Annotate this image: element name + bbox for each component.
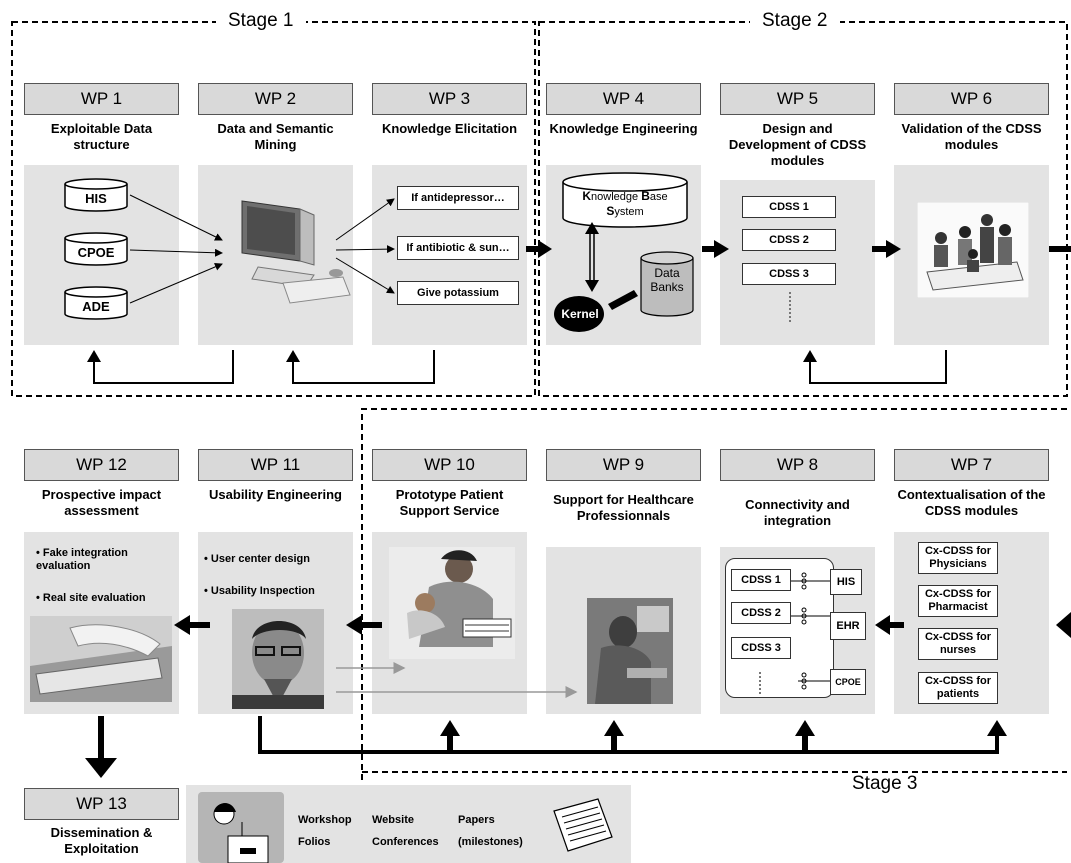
stage-2-label: Stage 2 [750, 10, 840, 32]
wp3-title: Knowledge Elicitation [381, 121, 518, 136]
data-banks-line1: Data [654, 266, 680, 280]
kbs-k: K [582, 189, 592, 203]
milestones-label: (milestones) [458, 836, 523, 848]
cpoe-label: CPOE [77, 245, 115, 260]
wp12-header: WP 12 [24, 449, 179, 481]
cx-cdss-pharmacist: Cx-CDSS for Pharmacist [918, 585, 998, 617]
wp11-header: WP 11 [198, 449, 353, 481]
wp11-title: Usability Engineering [209, 487, 342, 502]
conferences-label: Conferences [372, 836, 439, 848]
rule-2: If antibiotic & sun… [397, 236, 519, 260]
hand-keyboard-photo [30, 616, 172, 702]
wp6-header: WP 6 [894, 83, 1049, 115]
cpoe-database-icon: CPOE [64, 232, 128, 266]
wp2-title: Data and Semantic Mining [217, 121, 334, 152]
newspaper-icon [553, 798, 613, 852]
user-portrait-photo [232, 609, 324, 709]
wp8-title: Connectivity and integration [745, 497, 850, 528]
row2-arrows [85, 612, 1071, 778]
wp4-internals [554, 222, 694, 332]
wp1-header: WP 1 [24, 83, 179, 115]
wp1-title: Exploitable Data structure [50, 121, 153, 152]
row1-arrows [87, 194, 1071, 384]
meeting-illustration [917, 202, 1029, 298]
wp8-his: HIS [830, 569, 862, 595]
wp3-header: WP 3 [372, 83, 527, 115]
wp8-connectors [791, 572, 830, 690]
wp5-cdss-3: CDSS 3 [742, 263, 836, 285]
rule-1: If antidepressor… [397, 186, 519, 210]
folios-label: Folios [298, 836, 331, 848]
workshop-label: Workshop [298, 814, 352, 826]
wp4-header: WP 4 [546, 83, 701, 115]
wp8-cdss-2: CDSS 2 [731, 602, 791, 624]
kernel-label: Kernel [561, 307, 599, 321]
wp5-header: WP 5 [720, 83, 875, 115]
wp8-cdss-3: CDSS 3 [731, 637, 791, 659]
his-label: HIS [85, 191, 107, 206]
wp7-title: Contextualisation of the CDSS modules [897, 487, 1046, 518]
patient-illustration [389, 547, 515, 659]
wp12-title: Prospective impact assessment [41, 487, 162, 518]
wp7-header: WP 7 [894, 449, 1049, 481]
cx-cdss-patients: Cx-CDSS for patients [918, 672, 998, 704]
wp13-header: WP 13 [24, 788, 179, 820]
kbs-b: B [641, 189, 650, 203]
wp2-header: WP 2 [198, 83, 353, 115]
wp10-title: Prototype Patient Support Service [395, 487, 504, 518]
stage3-boundary-top [361, 408, 1067, 780]
his-database-icon: HIS [64, 178, 128, 212]
cx-cdss-nurses: Cx-CDSS for nurses [918, 628, 998, 660]
wp5-title: Design and Development of CDSS modules [728, 121, 867, 168]
website-label: Website [372, 814, 414, 826]
wp8-cdss-1: CDSS 1 [731, 569, 791, 591]
wp8-header: WP 8 [720, 449, 875, 481]
papers-label: Papers [458, 814, 495, 826]
rule-3: Give potassium [397, 281, 519, 305]
wp11-bullet-1: • User center design [204, 553, 310, 565]
kbs-ase: ase [649, 191, 668, 203]
wp13-title: Dissemination & Exploitation [50, 825, 153, 856]
wp8-cpoe: CPOE [830, 669, 866, 695]
wp5-cdss-2: CDSS 2 [742, 229, 836, 251]
wp5-cdss-1: CDSS 1 [742, 196, 836, 218]
kbs-ystem: ystem [614, 206, 644, 218]
knowledge-base-cylinder [562, 172, 688, 228]
data-banks-line2: Banks [650, 280, 684, 294]
wp10-header: WP 10 [372, 449, 527, 481]
wp9-header: WP 9 [546, 449, 701, 481]
wp8-ehr: EHR [830, 612, 866, 640]
healthcare-professional-photo [587, 598, 673, 704]
kbs-now: nowledge [591, 191, 642, 203]
wp12-bullet-1: • Fake integration evaluation [36, 547, 128, 572]
wp4-title: Knowledge Engineering [549, 121, 698, 136]
ade-database-icon: ADE [64, 286, 128, 320]
ade-label: ADE [82, 299, 110, 314]
speaker-podium-icon [198, 792, 284, 863]
stage-1-label: Stage 1 [216, 10, 306, 32]
stage-3-label: Stage 3 [840, 773, 930, 795]
wp6-title: Validation of the CDSS modules [901, 121, 1042, 152]
cx-cdss-physicians: Cx-CDSS for Physicians [918, 542, 998, 574]
wp9-title: Support for Healthcare Professionnals [553, 492, 694, 523]
kbs-s: S [606, 204, 615, 218]
knowledge-base-label: Knowledge Base System [562, 189, 688, 219]
wp12-bullet-2: • Real site evaluation [36, 592, 146, 604]
computer-icon [241, 200, 351, 304]
wp11-bullet-2: • Usability Inspection [204, 585, 315, 597]
wp5-more-dots [789, 292, 791, 324]
